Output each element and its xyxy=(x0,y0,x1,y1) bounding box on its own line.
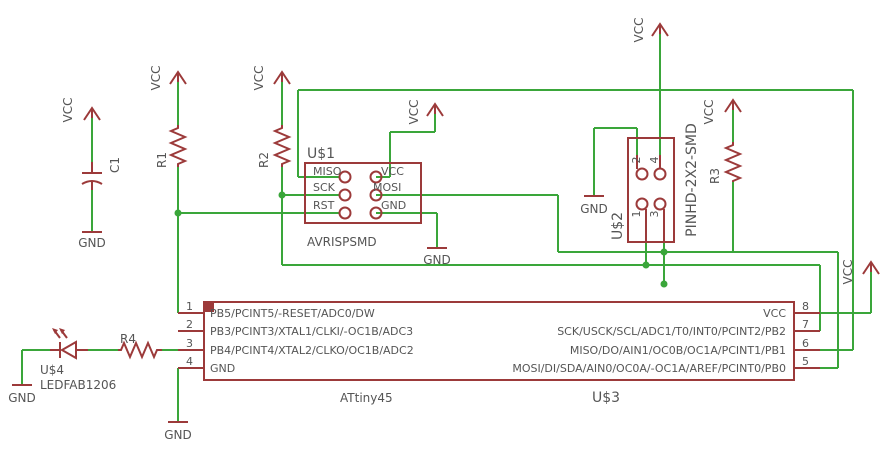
u1-pin-vcc: VCC xyxy=(381,165,404,178)
r4-label: R4 xyxy=(120,332,136,346)
resistor-r2: R2 xyxy=(257,125,292,168)
junction-dot xyxy=(660,280,668,288)
svg-text:VCC: VCC xyxy=(841,260,855,285)
u2-name: U$2 xyxy=(610,212,626,240)
u2-pin-2: 2 xyxy=(630,157,643,164)
svg-text:GND: GND xyxy=(423,253,451,267)
svg-text:GND: GND xyxy=(78,236,106,250)
vcc-symbol: VCC xyxy=(841,260,880,285)
microcontroller-u3: 1 2 3 4 8 7 6 5 PB5/PCINT5/-RESET/ADC0/D… xyxy=(178,300,820,406)
capacitor-c1: C1 xyxy=(81,157,122,190)
junction-dot xyxy=(278,191,286,199)
resistor-r3: R3 xyxy=(708,142,743,184)
isp-header-u1: MISO SCK RST VCC MOSI GND U$1 AVRISPSMD xyxy=(304,146,422,249)
vcc-symbol: VCC xyxy=(702,98,742,125)
gnd-symbol: GND xyxy=(423,247,451,267)
u3-name: U$3 xyxy=(592,390,620,406)
u2-pin-3: 3 xyxy=(648,211,661,218)
u1-pin-sck: SCK xyxy=(313,181,336,194)
u3-pin-label-2: PB3/PCINT3/XTAL1/CLKI/-OC1B/ADC3 xyxy=(210,325,413,338)
gnd-symbol: GND xyxy=(164,421,192,442)
wires xyxy=(21,34,872,422)
u3-value: ATtiny45 xyxy=(340,391,393,405)
svg-text:VCC: VCC xyxy=(407,100,421,125)
u4-value: LEDFAB1206 xyxy=(40,378,116,392)
u3-pin-num-6: 6 xyxy=(802,337,809,350)
junction-dot xyxy=(660,248,668,256)
svg-text:GND: GND xyxy=(580,202,608,216)
r2-label: R2 xyxy=(257,152,271,168)
resistor-r1: R1 xyxy=(155,125,188,168)
svg-text:VCC: VCC xyxy=(149,66,163,91)
u2-pin-1: 1 xyxy=(630,211,643,218)
u1-pin-mosi: MOSI xyxy=(373,181,401,194)
gnd-symbol: GND xyxy=(580,195,608,216)
u3-pin-num-7: 7 xyxy=(802,318,809,331)
svg-text:GND: GND xyxy=(8,391,36,405)
r1-label: R1 xyxy=(155,152,169,168)
u2-value: PINHD-2X2-SMD xyxy=(684,123,700,237)
gnd-symbol: GND xyxy=(78,231,106,250)
svg-text:VCC: VCC xyxy=(61,98,75,123)
u3-pin-num-1: 1 xyxy=(186,300,193,313)
u3-pin-label-4: GND xyxy=(210,362,235,375)
u3-pin-num-8: 8 xyxy=(802,300,809,313)
u3-pin-num-3: 3 xyxy=(186,337,193,350)
vcc-symbol: VCC xyxy=(632,18,669,43)
u3-pin-label-6: MISO/DO/AIN1/OC0B/OC1A/PCINT1/PB1 xyxy=(570,344,786,357)
u3-pin-label-3: PB4/PCINT4/XTAL2/CLKO/OC1B/ADC2 xyxy=(210,344,414,357)
c1-label: C1 xyxy=(108,157,122,173)
u3-pin-label-7: SCK/USCK/SCL/ADC1/T0/INT0/PCINT2/PB2 xyxy=(557,325,786,338)
r3-label: R3 xyxy=(708,168,722,184)
u3-pin-num-2: 2 xyxy=(186,318,193,331)
u3-pin-label-5: MOSI/DI/SDA/AIN0/OC0A/-OC1A/AREF/PCINT0/… xyxy=(512,362,786,375)
u2-pin-4: 4 xyxy=(648,157,661,164)
junction-dot xyxy=(642,261,650,269)
vcc-symbol: VCC xyxy=(61,98,101,123)
led-u4: U$4 LEDFAB1206 xyxy=(40,328,116,392)
u3-pin-num-5: 5 xyxy=(802,355,809,368)
u3-pin-num-4: 4 xyxy=(186,355,193,368)
vcc-symbol: VCC xyxy=(252,66,291,91)
vcc-symbol: VCC xyxy=(407,100,444,125)
svg-text:VCC: VCC xyxy=(252,66,266,91)
vcc-symbol: VCC xyxy=(149,66,187,91)
u3-pin-label-8: VCC xyxy=(763,307,786,320)
svg-text:VCC: VCC xyxy=(632,18,646,43)
resistor-r4: R4 xyxy=(118,332,162,360)
u1-pin-rst: RST xyxy=(313,199,335,212)
u4-name: U$4 xyxy=(40,363,64,377)
junction-dot xyxy=(174,209,182,217)
pin-header-u2: 2 4 1 3 U$2 PINHD-2X2-SMD xyxy=(610,123,700,243)
u1-pin-gnd: GND xyxy=(381,199,406,212)
svg-text:VCC: VCC xyxy=(702,100,716,125)
u1-value: AVRISPSMD xyxy=(307,235,377,249)
u1-name: U$1 xyxy=(307,146,335,162)
u3-pin-label-1: PB5/PCINT5/-RESET/ADC0/DW xyxy=(210,307,375,320)
gnd-symbol: GND xyxy=(8,384,36,405)
u1-pin-miso: MISO xyxy=(313,165,342,178)
junctions xyxy=(174,191,668,288)
svg-text:GND: GND xyxy=(164,428,192,442)
